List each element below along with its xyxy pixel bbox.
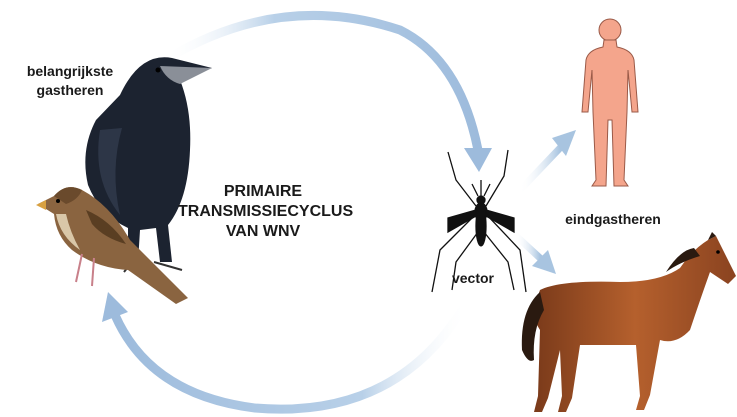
cycle-title: PRIMAIRE TRANSMISSIECYCLUS VAN WNV — [178, 182, 348, 242]
arrow-vector-to-hosts — [102, 292, 468, 409]
human-icon — [582, 19, 638, 186]
vector-label: vector — [448, 270, 498, 286]
dead-end-hosts-label: eindgastheren — [558, 211, 668, 227]
main-hosts-label: belangrijkste gastheren — [10, 62, 130, 100]
arrow-hosts-to-vector — [165, 15, 492, 172]
horse-icon — [522, 232, 736, 412]
arrow-vector-to-human — [520, 130, 576, 190]
